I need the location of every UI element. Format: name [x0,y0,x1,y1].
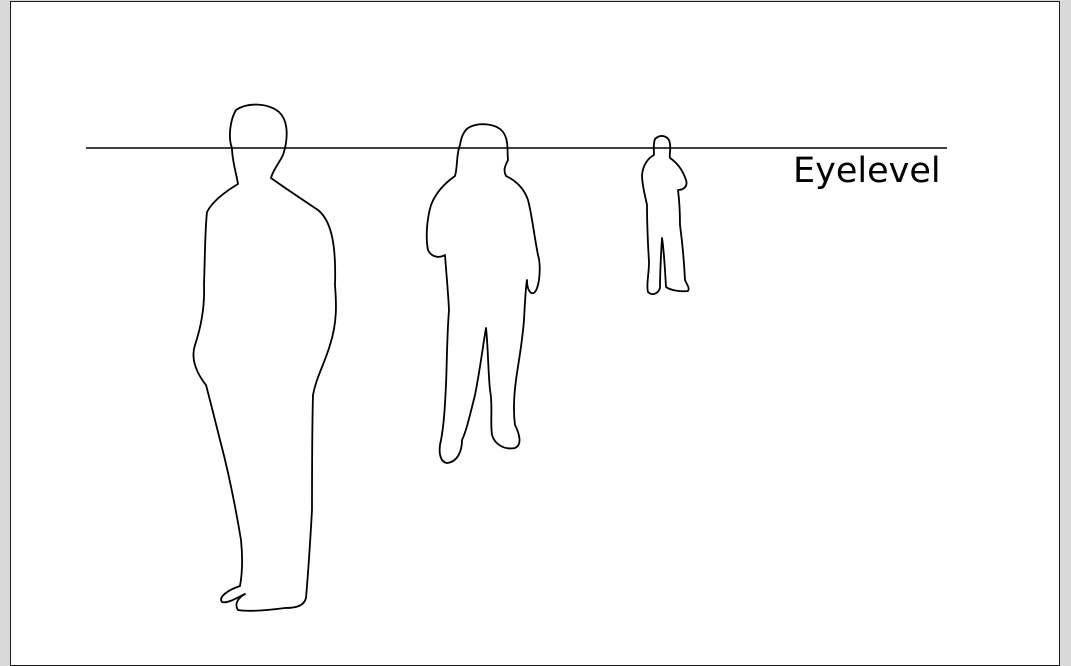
far-person-silhouette-icon [642,136,689,294]
eyelevel-label: Eyelevel [793,151,941,191]
middle-person-silhouette-icon [427,124,540,463]
near-person-silhouette-icon [193,105,336,611]
